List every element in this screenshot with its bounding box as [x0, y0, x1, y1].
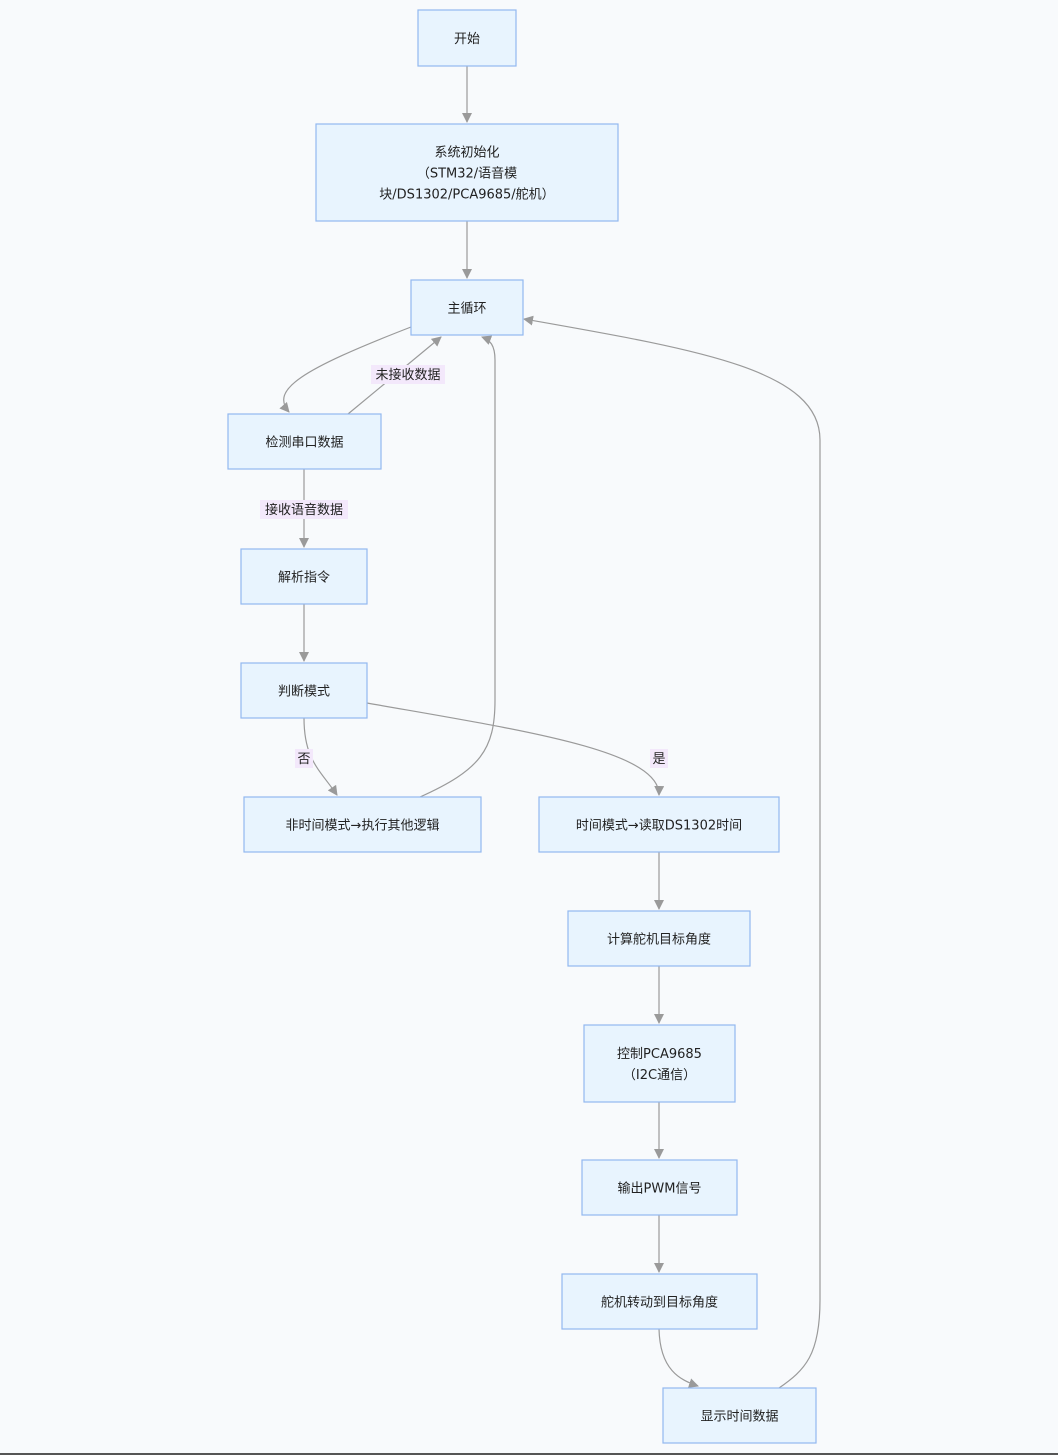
node-label: 计算舵机目标角度 [607, 932, 711, 948]
node-label: 检测串口数据 [265, 436, 343, 451]
node-label: 显示时间数据 [700, 1410, 778, 1425]
edge-display-main [523, 315, 821, 1389]
edge-label-judge-time: 是 [650, 749, 668, 768]
edge-judge-other [303, 717, 338, 796]
node-label: 判断模式 [278, 685, 330, 700]
node-label: 开始 [454, 32, 480, 47]
node-start: 开始 [417, 9, 517, 67]
node-label: （I2C通信） [623, 1068, 696, 1083]
node-label: 舵机转动到目标角度 [601, 1295, 718, 1311]
edge-judge-time [366, 702, 665, 796]
node-label: 系统初始化 [434, 146, 499, 161]
edge-label-text: 否 [297, 752, 310, 767]
node-label: 输出PWM信号 [618, 1181, 702, 1197]
node-box [583, 1024, 736, 1103]
node-label: 非时间模式→执行其他逻辑 [286, 819, 440, 834]
node-box [538, 796, 780, 853]
node-label: 时间模式→读取DS1302时间 [576, 819, 742, 834]
bottom-border [0, 1453, 1058, 1455]
node-other: 非时间模式→执行其他逻辑 [243, 796, 482, 853]
node-label: （STM32/语音模 [417, 166, 517, 182]
node-main: 主循环 [410, 279, 524, 336]
edge-other-main [419, 335, 496, 798]
node-box [240, 662, 368, 719]
node-box [417, 9, 517, 67]
edge-label-text: 是 [652, 752, 665, 767]
node-servo: 舵机转动到目标角度 [561, 1273, 758, 1330]
edge-label-text: 未接收数据 [375, 367, 440, 383]
node-box [561, 1273, 758, 1330]
node-box [227, 413, 382, 470]
node-ctrl: 控制PCA9685 （I2C通信） [583, 1024, 736, 1103]
node-box [240, 548, 368, 605]
edge-main-detect [279, 326, 412, 413]
node-box [567, 910, 751, 967]
edge-label-text: 接收语音数据 [265, 502, 343, 518]
node-pwm: 输出PWM信号 [581, 1159, 738, 1216]
node-box [243, 796, 482, 853]
node-judge: 判断模式 [240, 662, 368, 719]
node-detect: 检测串口数据 [227, 413, 382, 470]
node-box [581, 1159, 738, 1216]
node-time: 时间模式→读取DS1302时间 [538, 796, 780, 853]
edge-servo-display [658, 1328, 699, 1388]
node-label: 块/DS1302/PCA9685/舵机） [379, 188, 554, 203]
edge-label-judge-other: 否 [295, 749, 313, 768]
edge-label-detect-parse: 接收语音数据 [260, 500, 348, 519]
node-label: 解析指令 [278, 571, 330, 586]
node-parse: 解析指令 [240, 548, 368, 605]
node-box [410, 279, 524, 336]
node-box [662, 1387, 817, 1444]
node-label: 控制PCA9685 [617, 1047, 702, 1062]
node-display: 显示时间数据 [662, 1387, 817, 1444]
edge-label-detect-main: 未接收数据 [371, 365, 445, 384]
node-box [315, 123, 619, 222]
node-label: 主循环 [447, 302, 486, 317]
node-calc: 计算舵机目标角度 [567, 910, 751, 967]
